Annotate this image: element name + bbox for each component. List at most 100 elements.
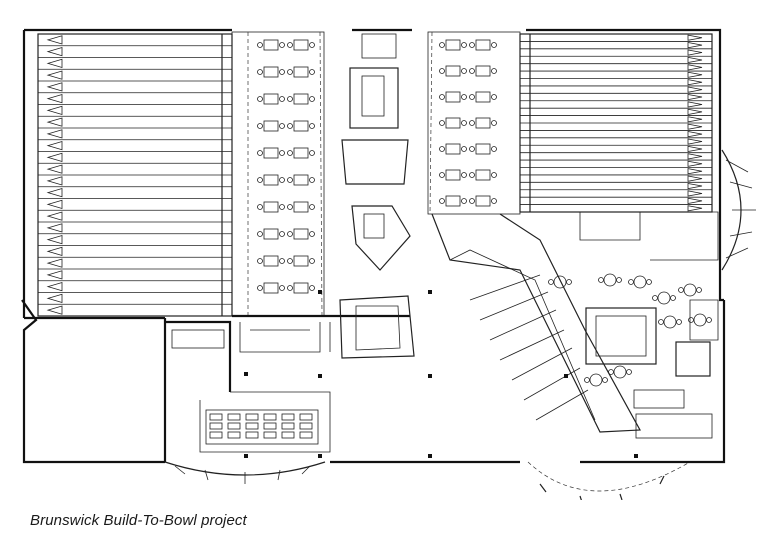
right-lane-pindeck — [687, 182, 703, 190]
right-lane-pindeck — [687, 64, 703, 71]
right-lane-pindeck — [687, 93, 703, 101]
chair — [706, 317, 712, 323]
chair — [279, 123, 285, 129]
column — [634, 454, 638, 458]
floor-plan — [21, 28, 756, 500]
seating-tables — [257, 39, 497, 294]
right-lane-pindeck — [687, 108, 703, 115]
table — [445, 195, 461, 207]
chair — [257, 69, 263, 75]
column — [428, 454, 432, 458]
column — [428, 290, 432, 294]
table — [293, 93, 309, 105]
lounge-table — [657, 291, 671, 305]
chair — [469, 120, 475, 126]
chair — [439, 94, 445, 100]
left-lane-pindeck — [46, 70, 63, 80]
table — [475, 169, 491, 181]
table — [263, 66, 279, 78]
chair — [279, 96, 285, 102]
chair — [439, 146, 445, 152]
chair — [309, 150, 315, 156]
cafe-table — [281, 431, 295, 439]
chair — [309, 96, 315, 102]
cafe-table — [245, 422, 259, 430]
column — [318, 454, 322, 458]
lounge-table — [663, 315, 677, 329]
chair — [678, 287, 684, 293]
cafe-table — [245, 413, 259, 421]
lanes-left — [37, 33, 233, 317]
settee-area-right — [427, 31, 521, 215]
right-lane-pindeck — [687, 175, 703, 182]
table — [263, 93, 279, 105]
chair — [461, 146, 467, 152]
table — [263, 120, 279, 132]
left-lane-pindeck — [46, 281, 63, 292]
chair — [598, 277, 604, 283]
right-lane-pindeck — [687, 101, 703, 108]
table — [445, 39, 461, 51]
table — [293, 66, 309, 78]
chair — [309, 69, 315, 75]
cafe-table — [299, 413, 313, 421]
chair — [469, 42, 475, 48]
chair — [287, 204, 293, 210]
table — [263, 147, 279, 159]
right-lane-pindeck — [687, 34, 703, 41]
chair — [602, 377, 608, 383]
left-lane-pindeck — [46, 270, 63, 280]
chair — [287, 123, 293, 129]
chair — [628, 279, 634, 285]
chair — [469, 198, 475, 204]
table — [475, 195, 491, 207]
chair — [279, 42, 285, 48]
chair — [279, 231, 285, 237]
left-lane-pindeck — [46, 234, 63, 245]
chair — [279, 150, 285, 156]
table — [475, 65, 491, 77]
chair — [646, 279, 652, 285]
cafe-table — [209, 422, 223, 430]
lounge-bar — [579, 211, 724, 439]
left-lane-pindeck — [46, 305, 63, 315]
lounge-table — [589, 373, 603, 387]
exterior-walls — [21, 28, 726, 464]
chair — [461, 94, 467, 100]
table — [475, 91, 491, 103]
chair — [676, 319, 682, 325]
chair — [287, 69, 293, 75]
table — [475, 117, 491, 129]
left-lane-pindeck — [46, 117, 63, 127]
cafe-table — [227, 413, 241, 421]
chair — [469, 94, 475, 100]
right-lane-pindeck — [687, 131, 703, 138]
left-lane-pindeck — [46, 164, 63, 174]
left-lane-pindeck — [46, 258, 63, 268]
chair — [287, 231, 293, 237]
center-counter — [341, 33, 411, 271]
right-lane-pindeck — [687, 123, 703, 130]
lounge-table — [633, 275, 647, 289]
chair — [461, 42, 467, 48]
table — [293, 201, 309, 213]
chair — [257, 231, 263, 237]
right-lane-pindeck — [687, 71, 703, 78]
right-lane-pindeck — [687, 145, 703, 153]
lounge-table — [603, 273, 617, 287]
right-lane-pindeck — [687, 86, 703, 93]
column — [318, 374, 322, 378]
chair — [309, 177, 315, 183]
chair — [309, 204, 315, 210]
chair — [652, 295, 658, 301]
table — [293, 39, 309, 51]
left-lane-pindeck — [46, 246, 63, 257]
cafe-table — [227, 431, 241, 439]
lounge-table — [553, 275, 567, 289]
chair — [461, 68, 467, 74]
table — [293, 255, 309, 267]
table — [263, 228, 279, 240]
right-lane-pindeck — [687, 49, 703, 56]
column — [428, 374, 432, 378]
right-lane-pindeck — [687, 116, 703, 123]
